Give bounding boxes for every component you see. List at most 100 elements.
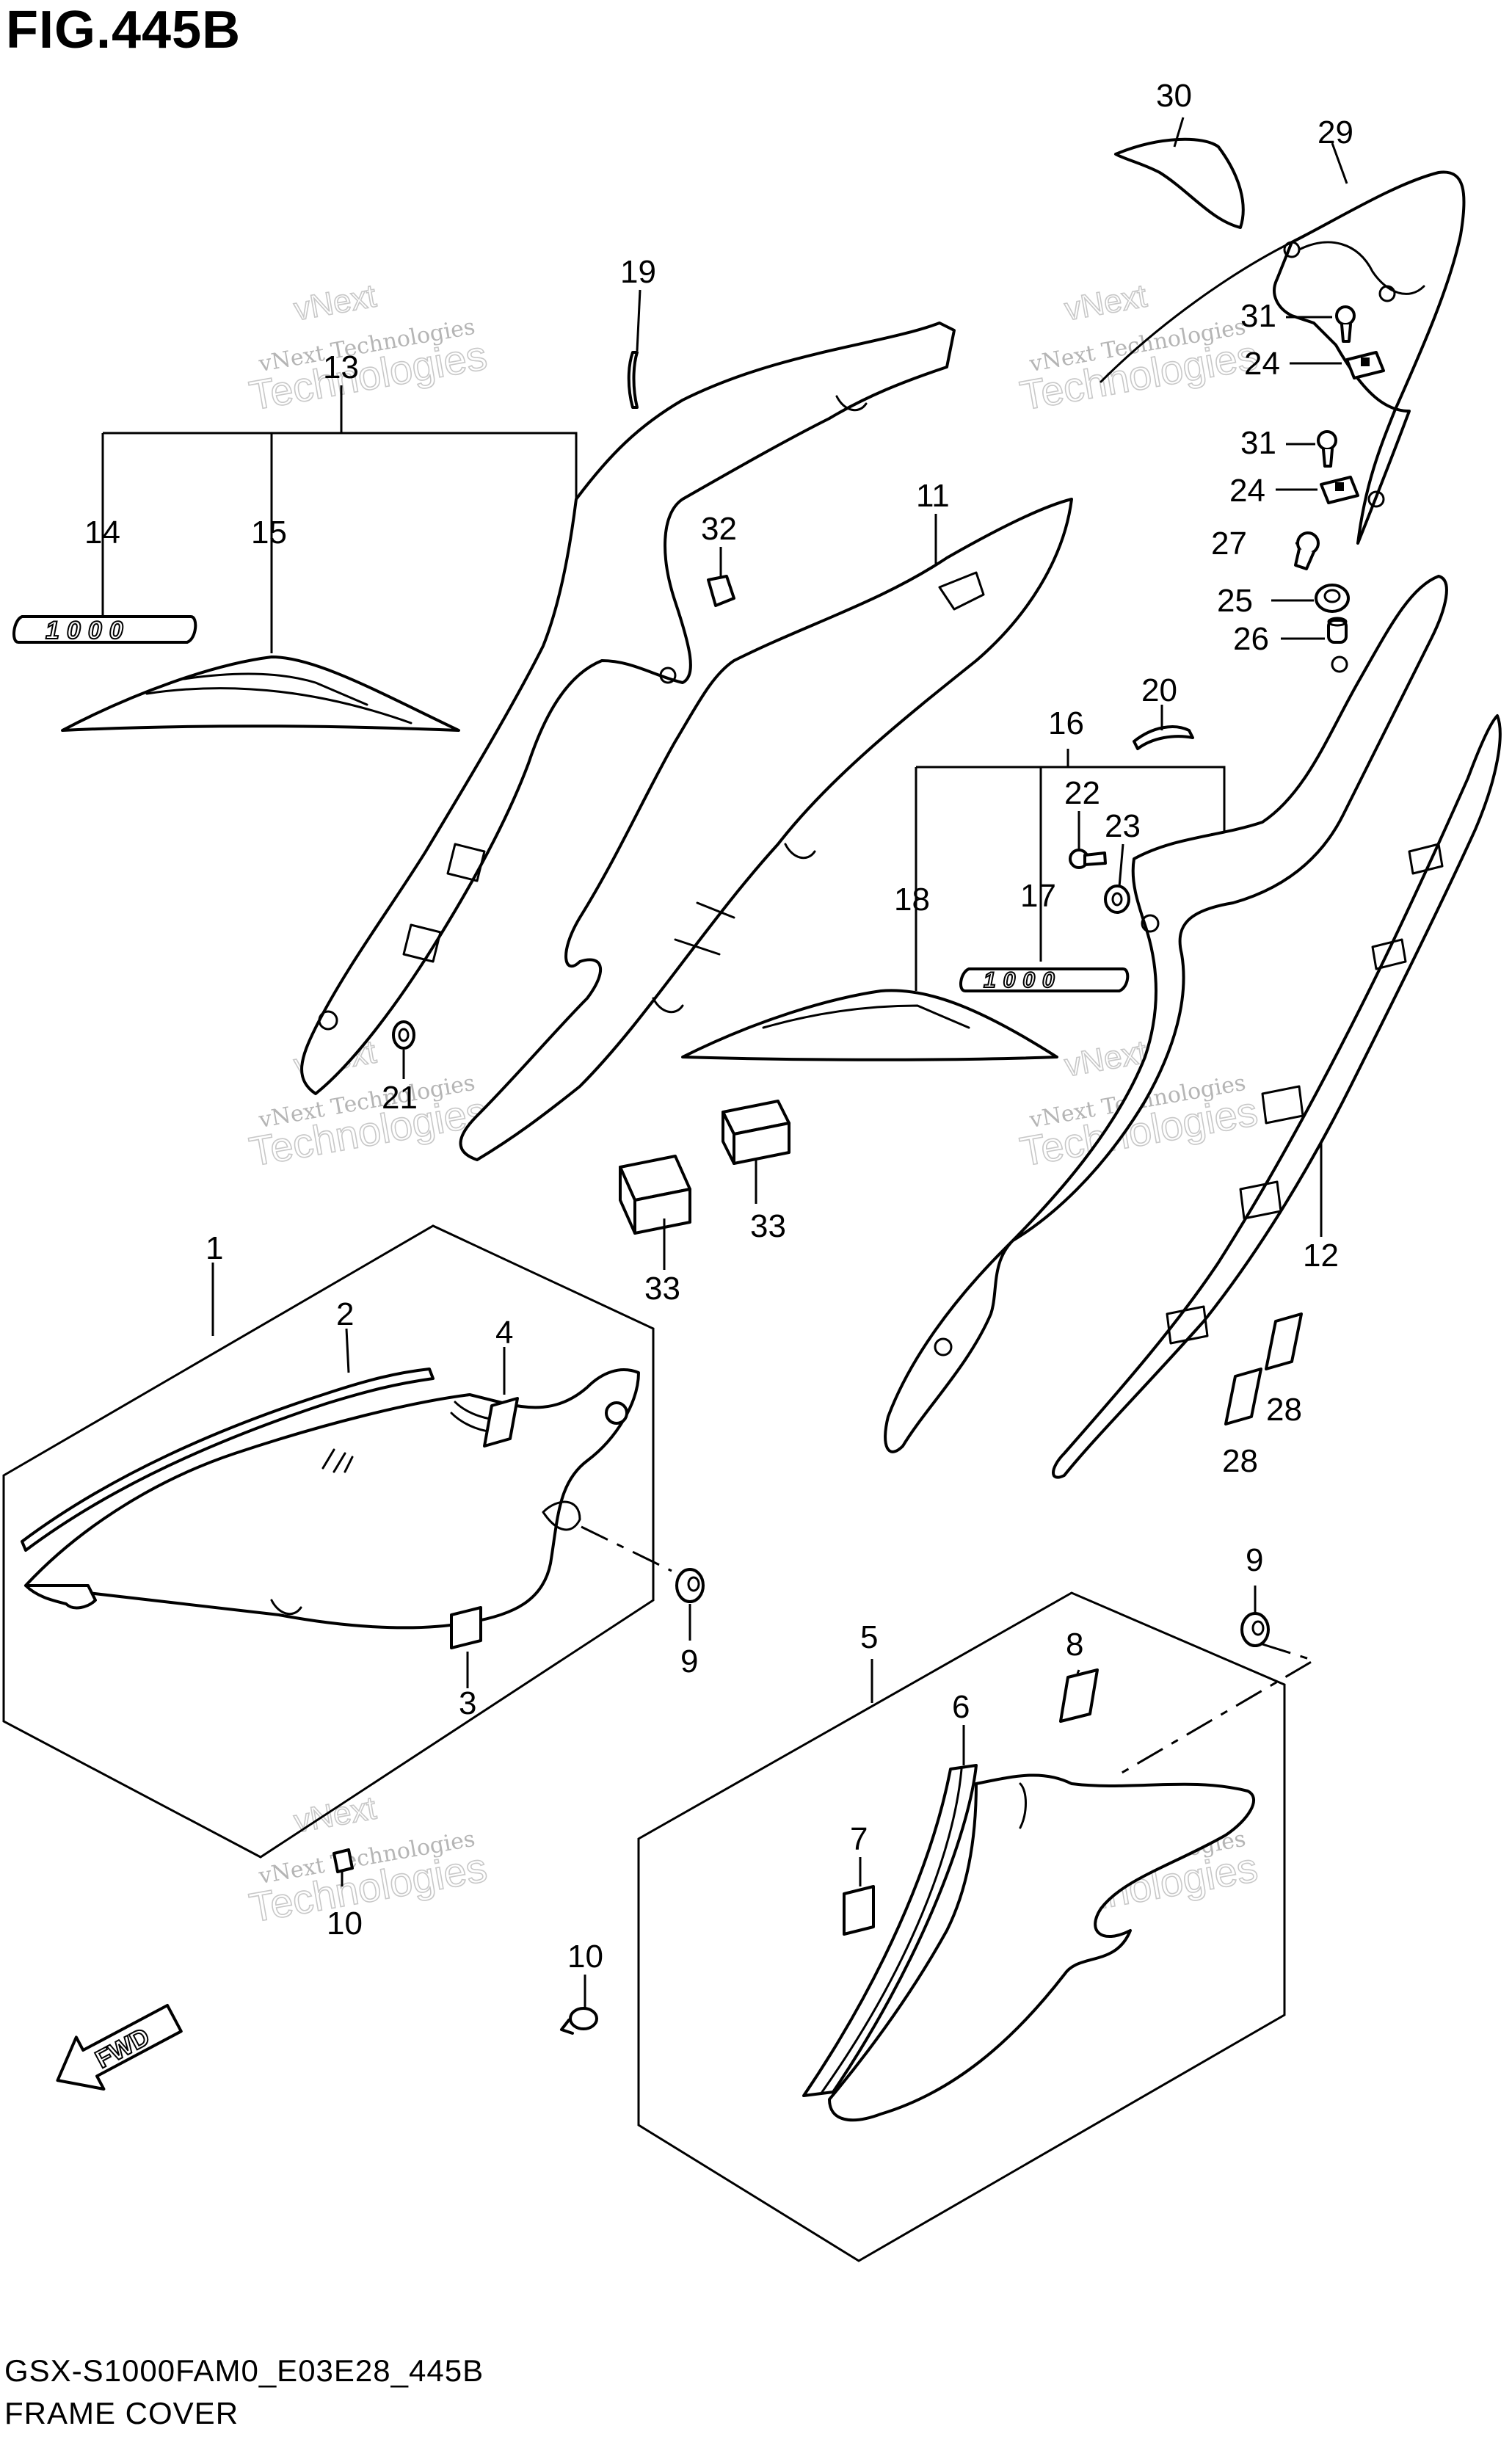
- part-33-block-right: [722, 1100, 790, 1165]
- part-12-tabs: [1166, 843, 1444, 1345]
- part-8-pad: [1059, 1668, 1099, 1723]
- watermark-text: vNext: [291, 1790, 379, 1840]
- leader-line: [1076, 1669, 1080, 1674]
- bracket-13: [101, 385, 578, 653]
- callout-15: 15: [251, 515, 287, 551]
- part-1-boss: [542, 1500, 581, 1531]
- part-11-tab: [938, 571, 985, 611]
- callout-5: 5: [860, 1619, 878, 1655]
- part-15-stripe: [145, 687, 412, 724]
- part-24-nut-hole: [1335, 482, 1344, 491]
- part-29-edge: [1100, 241, 1293, 383]
- part-13-clip: [835, 395, 868, 412]
- part-22-screw: [1069, 849, 1107, 869]
- callout-2: 2: [336, 1296, 354, 1332]
- part-14-badge-text: 1000: [46, 617, 131, 644]
- fwd-arrow-icon: FWD: [56, 2003, 183, 2091]
- part-11-inner-cover: [459, 498, 1073, 1161]
- part-18-decal: [681, 989, 1058, 1061]
- part-33-block-left: [619, 1155, 691, 1235]
- part-11-clip: [784, 843, 816, 860]
- part-28-pad-a: [1265, 1312, 1303, 1370]
- callout-33: 33: [750, 1208, 786, 1244]
- part-19-strip: [627, 351, 639, 409]
- callout-25: 25: [1217, 583, 1253, 619]
- watermark-top-right: vNext vNext Technologies Technologies: [1016, 277, 1261, 420]
- assembly-dash-line: [581, 1525, 672, 1572]
- callout-4: 4: [495, 1315, 513, 1351]
- part-1-tip: [24, 1584, 97, 1610]
- callout-16: 16: [1048, 705, 1084, 741]
- part-29-hole: [1378, 285, 1396, 302]
- part-1-kit-box: [2, 1224, 655, 1859]
- part-12-hole: [934, 1337, 953, 1356]
- part-12-hole: [1141, 914, 1160, 933]
- callout-10: 10: [567, 1939, 603, 1975]
- part-5-kit-box: [637, 1591, 1286, 2262]
- part-12-side-cover: [884, 575, 1448, 1453]
- part-15-stripe: [182, 672, 368, 706]
- figure-title: FIG.445B: [6, 1, 241, 59]
- part-28-pad-b: [1224, 1368, 1262, 1425]
- leader-line: [1118, 843, 1124, 887]
- callout-9: 9: [1246, 1542, 1263, 1578]
- leader-line: [636, 289, 641, 352]
- callout-30: 30: [1156, 78, 1192, 114]
- part-5-frame-cover: [828, 1773, 1255, 2122]
- part-31-screw-a: [1335, 305, 1356, 343]
- part-17-badge-text: 1000: [984, 968, 1062, 992]
- watermark-text: vNext: [1062, 278, 1149, 328]
- callout-3: 3: [459, 1685, 476, 1721]
- part-23-nut: [1104, 885, 1130, 914]
- part-6-trim-strip: [802, 1764, 978, 2097]
- part-1-slots: [321, 1448, 354, 1473]
- part-4-pad: [483, 1397, 519, 1448]
- callout-29: 29: [1317, 115, 1353, 150]
- part-21-grommet-hole: [398, 1028, 410, 1042]
- part-9-grommet-right: [1240, 1612, 1270, 1647]
- callout-24: 24: [1244, 346, 1280, 382]
- part-13-hole: [659, 667, 677, 684]
- part-11-rib: [674, 901, 735, 956]
- part-13-hole: [318, 1010, 338, 1031]
- callout-32: 32: [701, 511, 737, 547]
- leader-line: [345, 1328, 350, 1373]
- callout-31: 31: [1240, 425, 1276, 461]
- part-29-hole: [1283, 241, 1301, 258]
- part-31-screw-b: [1317, 430, 1337, 468]
- part-29-hole: [1367, 490, 1385, 508]
- bracket-16: [915, 749, 1226, 991]
- part-10-clip-upper: [332, 1848, 354, 1886]
- part-6-inner-line: [821, 1768, 963, 2093]
- part-10-clip-lower: [560, 2007, 598, 2035]
- callout-31: 31: [1240, 298, 1276, 334]
- part-20-strip: [1133, 725, 1194, 750]
- part-15-decal: [61, 655, 460, 732]
- callout-20: 20: [1141, 672, 1177, 708]
- callout-9: 9: [680, 1644, 698, 1679]
- part-21-grommet: [392, 1020, 415, 1050]
- callout-28: 28: [1222, 1443, 1258, 1479]
- part-12-lower-frame: [1052, 714, 1502, 1479]
- part-26-collar: [1327, 617, 1348, 644]
- callout-10: 10: [327, 1906, 363, 1942]
- part-25-bushing: [1315, 584, 1350, 613]
- leader-line: [1331, 142, 1348, 184]
- part-13-side-cover: [300, 322, 956, 1095]
- part-32-nut: [707, 575, 735, 607]
- part-18-stripe: [762, 1004, 970, 1029]
- callout-17: 17: [1020, 878, 1056, 914]
- callout-labels: 30 29 19 13 14 15 31 24 31 24 27 25 26 1…: [84, 78, 1353, 1975]
- callout-24: 24: [1229, 473, 1265, 509]
- part-9-grommet-left: [675, 1568, 705, 1603]
- callout-28: 28: [1266, 1392, 1302, 1428]
- part-17-badge: 1000: [959, 967, 1130, 993]
- leader-line: [1173, 117, 1185, 148]
- part-24-nut-hole: [1361, 357, 1370, 366]
- watermark-top-left: vNext vNext Technologies Technologies: [245, 277, 490, 420]
- callout-27: 27: [1211, 526, 1247, 562]
- callout-6: 6: [952, 1689, 970, 1725]
- callout-8: 8: [1066, 1627, 1083, 1663]
- callout-11: 11: [916, 478, 950, 514]
